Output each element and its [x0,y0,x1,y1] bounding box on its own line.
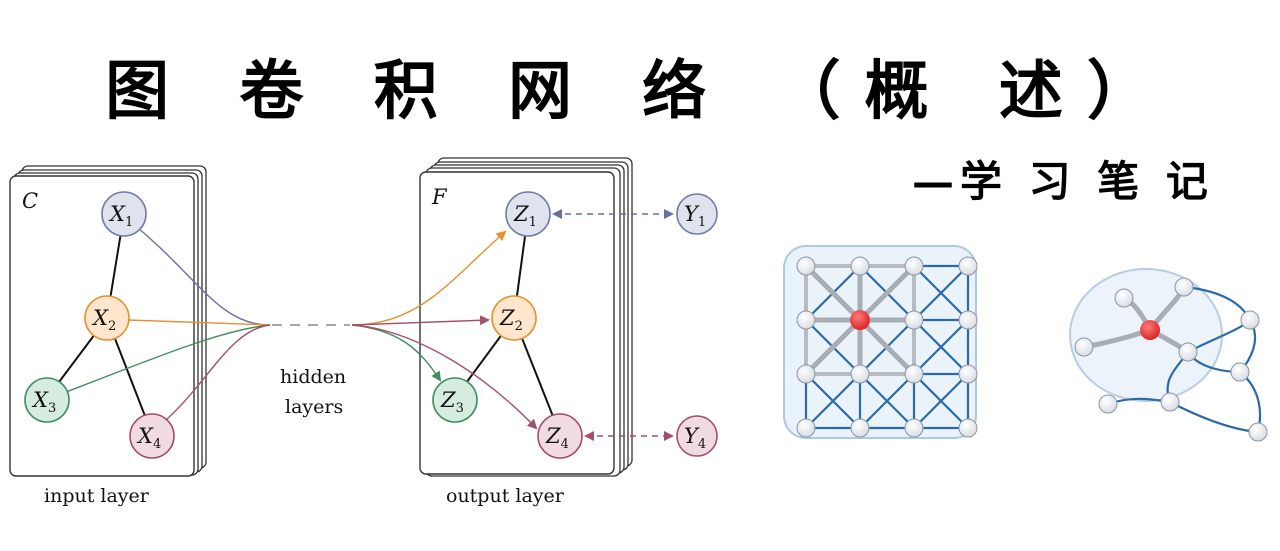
hidden-to-output-edges [351,230,538,430]
grid-node [904,364,924,384]
input-layer-caption: input layer [44,485,150,507]
grid-node [850,256,870,276]
grid-node [958,256,978,276]
svg-text:X4: X4 [136,424,161,452]
output-layer-caption: output layer [446,485,565,507]
svg-text:X1: X1 [108,202,133,230]
grid-node [796,364,816,384]
input-node-x4: X4 [129,413,175,459]
grid-node [850,418,870,438]
output-node-z4: Z4 [537,413,583,459]
grid-node [796,310,816,330]
svg-text:Z4: Z4 [545,424,569,452]
output-node-z1: Z1 [505,191,551,237]
svg-text:Y4: Y4 [684,424,706,452]
irregular-graph-illustration [1069,268,1268,442]
svg-text:X3: X3 [31,388,56,416]
input-channel-label: C [22,189,38,213]
grid-node [850,364,870,384]
grid-node [796,418,816,438]
input-to-hidden-edges [65,227,271,421]
grid-node [958,364,978,384]
svg-text:Z2: Z2 [499,306,523,334]
input-node-x2: X2 [84,295,130,341]
grid-node [958,418,978,438]
target-node-y1: Y1 [676,193,718,235]
page-title: 图 卷 积 网 络 （概 述） [105,54,1175,129]
grid-node [904,418,924,438]
page-subtitle: —学 习 笔 记 [912,157,1214,206]
grid-center-node [850,310,870,330]
hidden-label-line1: hidden [280,366,346,388]
input-node-x1: X1 [101,191,147,237]
input-node-x3: X3 [24,377,70,423]
grid-graph-illustration [783,245,978,439]
irregular-center-node [1140,320,1160,340]
output-node-z2: Z2 [491,295,537,341]
svg-text:Z1: Z1 [513,202,537,230]
grid-node [796,256,816,276]
target-node-y4: Y4 [676,415,718,457]
svg-text:Z3: Z3 [440,388,464,416]
hidden-label-line2: layers [285,396,343,418]
grid-node [904,310,924,330]
output-channel-label: F [431,185,448,209]
grid-node [958,310,978,330]
svg-text:Y1: Y1 [684,202,706,230]
output-node-z3: Z3 [432,377,478,423]
svg-text:X2: X2 [91,306,116,334]
grid-node [904,256,924,276]
